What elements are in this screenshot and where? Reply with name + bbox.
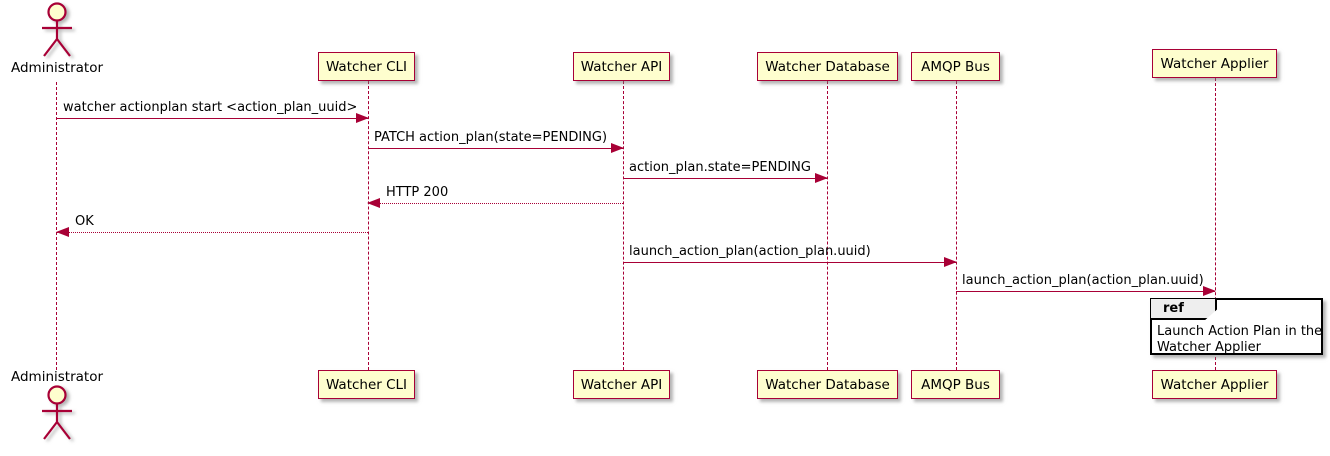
message-line: [956, 291, 1215, 292]
message-line: [57, 232, 368, 233]
lifeline-watcher-applier: [1215, 78, 1216, 370]
message-line: [623, 178, 827, 179]
participant-watcher-database-bottom: Watcher Database: [757, 370, 898, 399]
actor-icon: [42, 385, 72, 440]
arrowhead-right-icon: [356, 113, 369, 123]
ref-text: Launch Action Plan in the Watcher Applie…: [1157, 324, 1322, 356]
message-label: PATCH action_plan(state=PENDING): [374, 130, 608, 145]
actor-label: Administrator: [10, 369, 104, 385]
lifeline-administrator: [56, 82, 57, 370]
actor-icon: [42, 2, 72, 57]
message-label: OK: [75, 214, 94, 229]
actor-administrator-top: Administrator: [0, 2, 114, 76]
message-line: [623, 262, 956, 263]
arrowhead-right-icon: [815, 173, 828, 183]
ref-keyword-badge: ref: [1151, 299, 1217, 320]
message-label: watcher actionplan start <action_plan_uu…: [63, 100, 358, 115]
lifeline-watcher-cli: [368, 81, 369, 370]
participant-watcher-api-bottom: Watcher API: [573, 370, 670, 399]
participant-amqp-bus-top: AMQP Bus: [911, 52, 1000, 81]
participant-watcher-api-top: Watcher API: [573, 52, 670, 81]
message-label: HTTP 200: [386, 185, 449, 200]
arrowhead-right-icon: [611, 143, 624, 153]
participant-amqp-bus-bottom: AMQP Bus: [911, 370, 1000, 399]
participant-watcher-cli-bottom: Watcher CLI: [318, 370, 415, 399]
actor-administrator-bottom: Administrator: [0, 369, 114, 443]
participant-watcher-applier-bottom: Watcher Applier: [1152, 370, 1277, 399]
message-line: [368, 203, 623, 204]
lifeline-amqp-bus: [956, 81, 957, 370]
message-line: [368, 148, 623, 149]
message-label: launch_action_plan(action_plan.uuid): [629, 244, 871, 259]
participant-watcher-database-top: Watcher Database: [757, 52, 898, 81]
arrowhead-right-icon: [1203, 286, 1216, 296]
actor-label: Administrator: [10, 60, 104, 76]
participant-watcher-applier-top: Watcher Applier: [1152, 49, 1277, 78]
participant-watcher-cli-top: Watcher CLI: [318, 52, 415, 81]
ref-fragment: ref Launch Action Plan in the Watcher Ap…: [1150, 298, 1323, 355]
lifeline-watcher-api: [623, 81, 624, 370]
message-label: action_plan.state=PENDING: [629, 160, 811, 175]
arrowhead-left-icon: [367, 198, 380, 208]
message-line: [57, 118, 368, 119]
message-label: launch_action_plan(action_plan.uuid): [962, 273, 1204, 288]
arrowhead-right-icon: [944, 257, 957, 267]
ref-text-line1: Launch Action Plan in the: [1157, 324, 1323, 339]
ref-text-line2: Watcher Applier: [1157, 340, 1261, 355]
arrowhead-left-icon: [56, 227, 69, 237]
lifeline-watcher-database: [827, 81, 828, 370]
